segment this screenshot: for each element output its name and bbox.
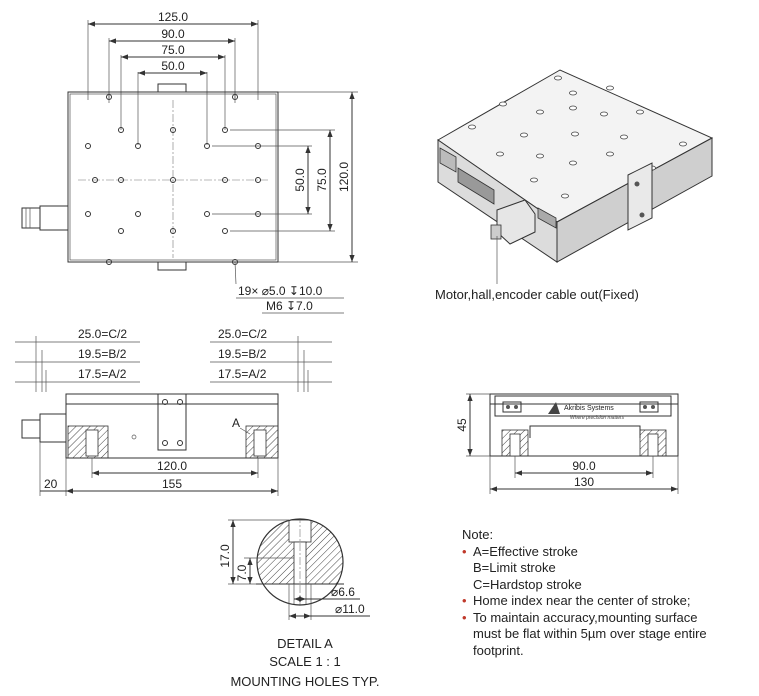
- mounting-section-right: [245, 425, 279, 459]
- detail-subtitle: MOUNTING HOLES TYP.: [230, 674, 379, 689]
- dim-125: 125.0: [158, 10, 188, 24]
- end-view: Akribis Systems Where precision matters …: [455, 393, 679, 494]
- note-line: Home index near the center of stroke;: [473, 593, 691, 608]
- stroke-c-right: 25.0=C/2: [218, 327, 267, 341]
- hole-callout-line2: M6 ↧7.0: [266, 299, 313, 313]
- detail-scale: SCALE 1 : 1: [269, 654, 341, 669]
- dim-130: 130: [574, 475, 594, 489]
- note-line: A=Effective stroke: [473, 543, 578, 559]
- stroke-a-right: 17.5=A/2: [218, 367, 267, 381]
- dim-bore-11: ⌀11.0: [335, 602, 365, 616]
- note-line: footprint.: [473, 642, 524, 658]
- note-line: To maintain accuracy,mounting surface: [473, 609, 698, 625]
- dim-20: 20: [44, 477, 58, 491]
- top-view: 125.0 90.0 75.0 50.0: [21, 10, 358, 314]
- stroke-c-left: 25.0=C/2: [78, 327, 127, 341]
- note-line: C=Hardstop stroke: [473, 576, 582, 592]
- dim-45: 45: [455, 418, 469, 432]
- brand-name: Akribis Systems: [564, 405, 614, 412]
- dim-17-detail: 17.0: [218, 544, 232, 568]
- bullet-icon: •: [462, 609, 467, 625]
- mounting-section-left: [67, 425, 109, 459]
- note-line: B=Limit stroke: [473, 560, 556, 575]
- isometric-view: Motor,hall,encoder cable out(Fixed): [435, 69, 714, 302]
- detail-a-marker: A: [232, 416, 240, 430]
- bullet-icon: •: [462, 593, 467, 608]
- dim-7-detail: 7.0: [235, 564, 249, 581]
- dim-50: 50.0: [161, 59, 185, 73]
- dim-90: 90.0: [161, 27, 185, 41]
- hole-callout-line1: 19× ⌀5.0 ↧10.0: [238, 284, 323, 298]
- detail-a-view: 17.0 7.0 ⌀6.6 ⌀11.0 DETAIL A SCALE 1 : 1…: [218, 518, 380, 689]
- hole-pattern: [85, 94, 261, 265]
- note-item: • Home index near the center of stroke;: [462, 593, 752, 610]
- stroke-b-right: 19.5=B/2: [218, 347, 267, 361]
- dim-120-vertical: 120.0: [337, 162, 351, 192]
- dim-75-vertical: 75.0: [315, 168, 329, 192]
- brand-tagline: Where precision matters: [570, 415, 625, 421]
- notes-heading: Note:: [462, 527, 494, 542]
- dim-155: 155: [162, 477, 182, 491]
- stroke-a-left: 17.5=A/2: [78, 367, 127, 381]
- dim-90-end: 90.0: [572, 459, 596, 473]
- notes-block: Note: • A=Effective stroke B=Limit strok…: [462, 527, 752, 659]
- dim-120-side: 120.0: [157, 459, 187, 473]
- dim-50-vertical: 50.0: [293, 168, 307, 192]
- note-line: must be flat within 5µm over stage entir…: [473, 626, 707, 641]
- dim-75: 75.0: [161, 43, 185, 57]
- notes-list: • A=Effective stroke B=Limit stroke C=Ha…: [462, 544, 752, 660]
- stroke-b-left: 19.5=B/2: [78, 347, 127, 361]
- cable-caption: Motor,hall,encoder cable out(Fixed): [435, 287, 639, 302]
- detail-title: DETAIL A: [277, 636, 333, 651]
- note-item: • To maintain accuracy,mounting surface …: [462, 610, 752, 660]
- bullet-icon: •: [462, 543, 467, 559]
- note-item: • A=Effective stroke B=Limit stroke C=Ha…: [462, 544, 752, 594]
- dim-bore-6-6: ⌀6.6: [331, 585, 355, 599]
- side-view: 25.0=C/2 19.5=B/2 17.5=A/2 25.0=C/2 19.5…: [15, 327, 332, 496]
